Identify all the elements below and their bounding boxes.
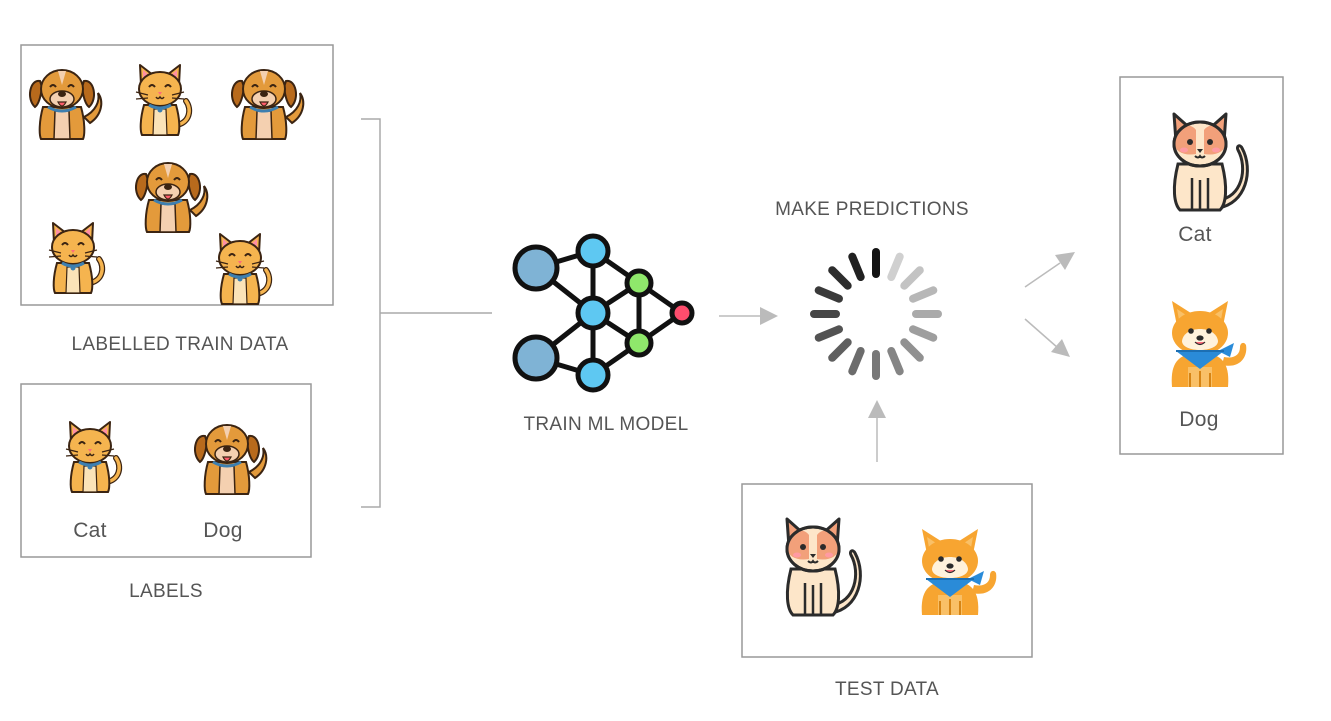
labels-box [20,383,312,558]
spinner-dash [814,325,843,342]
arrow-to-cat-prediction [1024,252,1075,288]
spinner-dash [828,338,852,362]
neural-network-icon [512,233,695,393]
arrow-to-dog-prediction [1024,318,1070,357]
merge-bracket [361,118,492,508]
spinner-dash [828,266,852,290]
labels-caption: LABELS [129,581,203,602]
spinner-dash [887,252,904,281]
test-data-box [741,483,1033,658]
label-dog-text: Dog [203,519,242,542]
spinner-dash [900,266,924,290]
spinner-dash [887,347,904,376]
arrow-to-predict [719,307,778,325]
spinner-dash [909,286,938,303]
loading-spinner-icon [810,248,942,380]
label-cat-text: Cat [73,519,107,542]
spinner-dash [814,286,843,303]
spinner-dash [900,338,924,362]
predict-label: MAKE PREDICTIONS [775,199,969,220]
spinner-dash [909,325,938,342]
prediction-cat-text: Cat [1178,223,1212,246]
test-data-label: TEST DATA [835,679,939,700]
spinner-dash [848,252,865,281]
arrow-test-to-predict [868,400,886,462]
prediction-dog-text: Dog [1179,408,1218,431]
model-label: TRAIN ML MODEL [523,414,688,435]
train-data-label: LABELLED TRAIN DATA [72,334,289,355]
spinner-dash [848,347,865,376]
